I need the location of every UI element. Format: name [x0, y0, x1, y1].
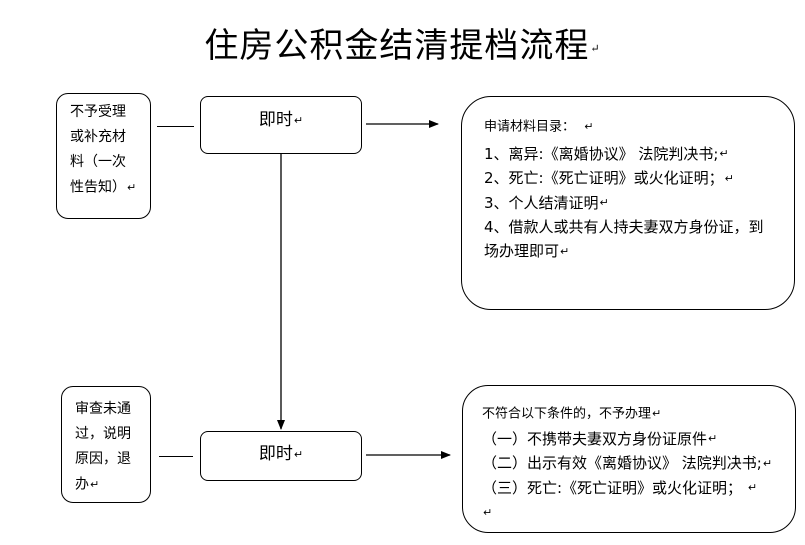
top-left-note-line: 不予受理: [70, 104, 126, 120]
materials-item: 1、离异:《离婚协议》 法院判决书;↵: [484, 144, 729, 163]
top-left-note-line: 料（一次: [70, 154, 126, 170]
conditions-box: 不符合以下条件的，不予办理↵ （一）不携带夫妻双方身份证原件↵ （二）出示有效《…: [462, 385, 796, 533]
connector-left-bottom: [159, 456, 193, 458]
conditions-item: （三）死亡:《死亡证明》或火化证明； ↵: [482, 478, 758, 497]
materials-box: 申请材料目录： ↵ 1、离异:《离婚协议》 法院判决书;↵ 2、死亡:《死亡证明…: [461, 96, 795, 310]
materials-item: 场办理即可↵: [484, 242, 570, 260]
conditions-heading: 不符合以下条件的，不予办理↵: [482, 406, 662, 422]
page-title: 住房公积金结清提档流程↵: [204, 26, 601, 66]
materials-heading: 申请材料目录： ↵: [484, 119, 594, 135]
conditions-empty-line: ↵: [483, 505, 493, 519]
top-left-note-box: 不予受理 或补充材 料（一次 性告知）↵: [56, 93, 151, 219]
bottom-left-note-line: 审查未通: [75, 401, 131, 417]
bottom-left-note-line: 过，说明: [75, 426, 131, 442]
conditions-item: （一）不携带夫妻双方身份证原件↵: [482, 429, 718, 448]
materials-item: 3、个人结清证明↵: [484, 193, 609, 212]
connector-left-top: [157, 126, 194, 128]
bottom-immediate-box: 即时↵: [200, 431, 362, 481]
conditions-item: （二）出示有效《离婚协议》 法院判决书;↵: [482, 454, 773, 472]
bottom-immediate-label: 即时: [258, 444, 293, 464]
top-left-note-line: 性告知）↵: [70, 179, 137, 196]
top-left-note-line: 或补充材: [70, 129, 126, 145]
top-immediate-box: 即时↵: [200, 96, 362, 154]
materials-item: 4、借款人或共有人持夫妻双方身份证，到: [484, 218, 764, 236]
materials-item: 2、死亡:《死亡证明》或火化证明；↵: [484, 169, 734, 187]
bottom-left-note-line: 原因，退: [75, 451, 131, 467]
bottom-left-note-box: 审查未通 过，说明 原因，退 办↵: [61, 386, 151, 503]
top-immediate-label: 即时: [258, 110, 293, 130]
bottom-left-note-line: 办↵: [75, 476, 100, 493]
